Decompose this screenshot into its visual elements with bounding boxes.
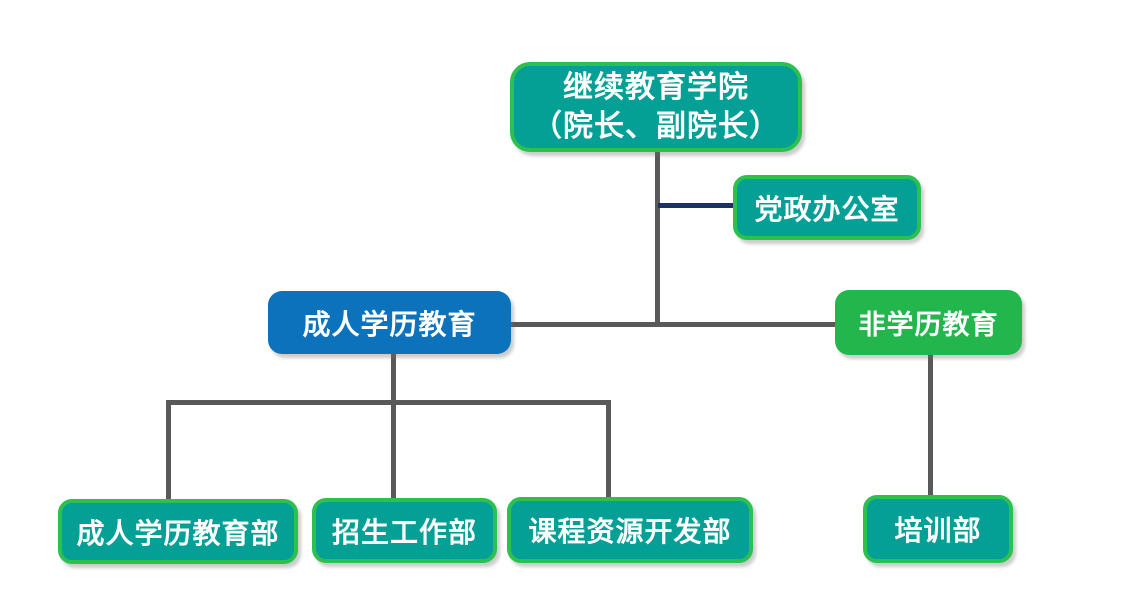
node-training-dept: 培训部: [863, 495, 1013, 563]
connector-adult-education-drop: [391, 353, 396, 499]
connector-departments-horizontal: [166, 400, 611, 405]
node-curriculum-resource-dev-dept: 课程资源开发部: [507, 497, 753, 563]
connector-college-vertical: [655, 150, 660, 327]
node-non-academic-education: 非学历教育: [835, 290, 1022, 355]
connector-curriculum-dept-drop: [606, 400, 611, 497]
node-admissions-dept-label: 招生工作部: [331, 516, 477, 548]
node-curriculum-dept-label: 课程资源开发部: [528, 516, 732, 547]
node-adult-education-dept-label: 成人学历教育部: [76, 517, 280, 549]
node-adult-education-label: 成人学历教育: [302, 308, 477, 340]
node-admissions-dept: 招生工作部: [312, 498, 497, 563]
node-training-dept-label: 培训部: [894, 515, 982, 546]
node-non-academic-education-label: 非学历教育: [858, 310, 999, 340]
node-party-office-label: 党政办公室: [754, 193, 900, 225]
node-adult-academic-education-dept: 成人学历教育部: [58, 499, 298, 564]
node-college-title-line1: 继续教育学院: [563, 71, 749, 104]
connector-training-dept-drop: [928, 353, 933, 496]
connector-adult-dept-drop: [166, 400, 171, 499]
node-college-title-line2: （院长、副院长）: [532, 110, 780, 143]
node-party-government-office: 党政办公室: [733, 175, 921, 240]
connector-party-office-branch: [658, 203, 735, 208]
connector-main-horizontal: [509, 322, 836, 327]
node-continuing-education-college: 继续教育学院 （院长、副院长）: [510, 62, 802, 152]
node-adult-academic-education: 成人学历教育: [268, 291, 511, 354]
